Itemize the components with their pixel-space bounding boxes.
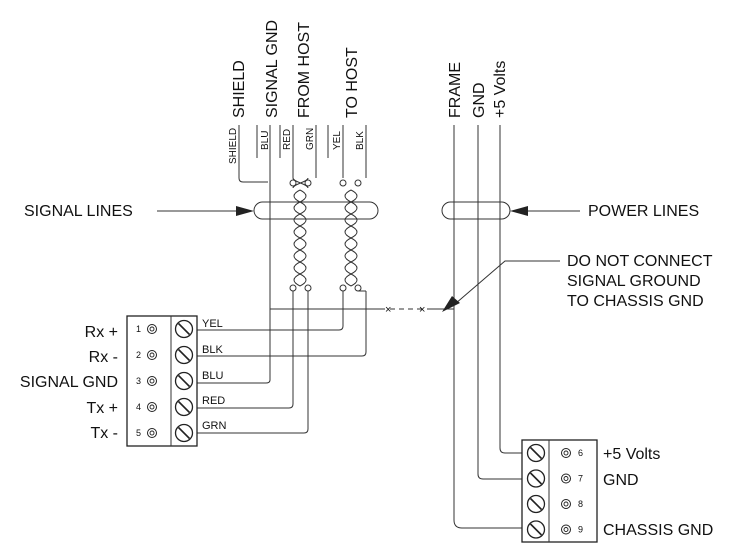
right-pin-label-7: GND [603,472,639,489]
red-wire [197,291,294,409]
warning-arrowhead [442,296,460,312]
right-pin-contact-7 [561,473,571,484]
wire-code-red: RED [282,129,293,150]
right-pin-screw-8-slot [529,497,543,511]
shield-lead [238,125,268,183]
warning-line-2: SIGNAL GROUND [567,273,701,290]
left-pin-screw-5-slot [177,426,191,440]
left-pin-screw-4-slot [177,400,191,414]
signal-lines-bundle [253,201,379,220]
left-pin-wire-3: BLU [202,370,223,382]
cable-label-frame: FRAME [447,62,464,118]
signal-lines-label: SIGNAL LINES [24,203,133,220]
left-pin-screw-2-slot [177,348,191,362]
wire-leads [238,125,367,380]
right-pin-contact-8 [561,499,571,509]
no-connect-x-right: × [419,304,425,316]
power-lines-arrowhead [510,206,528,216]
left-pin-number-5: 5 [136,428,141,438]
cable-label-to-host: TO HOST [344,47,361,118]
twisted-pair-from-host [197,177,312,434]
gnd-wire [477,125,522,480]
cable-label-signal-gnd: SIGNAL GND [264,20,281,118]
wire-code-blu: BLU [260,131,271,150]
right-pin-contact-6 [561,448,571,458]
right-pin-label-9: CHASSIS GND [603,522,713,539]
left-pin-screw-1-slot [177,322,191,336]
right-pin-screw-9-slot [529,523,543,536]
wire-code-grn: GRN [305,128,316,150]
blk-wire [197,291,367,357]
right-pin-number-7: 7 [578,474,583,484]
left-pin-label-3: SIGNAL GND [20,374,118,391]
left-pin-label-4: Tx + [86,400,118,417]
left-pin-contact-1 [147,324,157,334]
left-terminal-pins: 1 2 3 4 5 [136,319,194,443]
left-pin-contact-2 [147,350,157,360]
blu-to-pin3 [197,379,271,384]
no-connect-x-left: × [385,304,391,316]
left-pin-contact-5 [147,428,157,438]
right-pin-screw-7-slot [529,472,543,485]
power-lines-label: POWER LINES [588,203,699,220]
wire-code-shield: SHIELD [228,128,239,164]
right-pin-contact-9 [561,524,571,535]
right-pin-screw-6-slot [529,446,543,460]
left-pin-number-4: 4 [136,402,141,412]
left-pin-screw-3-slot [177,374,191,388]
warning-line-1: DO NOT CONNECT [567,253,713,270]
signal-lines-arrowhead [236,206,254,216]
wire-code-yel: YEL [332,131,343,150]
frame-wire [453,125,522,529]
left-pin-label-5: Tx - [90,425,118,442]
right-terminal-pins: 6 7 8 9 [526,443,583,539]
grn-wire [197,291,309,434]
left-pin-wire-4: RED [202,395,225,407]
left-pin-contact-3 [147,376,157,386]
warning-line-3: TO CHASSIS GND [567,293,704,310]
left-pin-contact-4 [147,402,157,412]
left-pin-wire-1: YEL [202,318,223,330]
right-pin-number-8: 8 [578,499,583,509]
warning-leader [454,260,560,305]
twisted-pair-to-host [197,179,367,357]
left-pin-label-1: Rx + [85,324,118,341]
power-lines-bundle [441,201,511,220]
cable-label-plus5: +5 Volts [492,61,509,118]
left-pin-number-3: 3 [136,376,141,386]
cable-label-shield: SHIELD [231,60,248,118]
right-pin-number-9: 9 [578,525,583,535]
left-pin-label-2: Rx - [89,349,118,366]
right-pin-number-6: 6 [578,448,583,458]
left-pin-number-1: 1 [136,324,141,334]
left-pin-wire-5: GRN [202,420,227,432]
left-pin-wire-2: BLK [202,344,223,356]
yel-wire [197,291,344,331]
cable-label-gnd: GND [471,82,488,118]
left-pin-number-2: 2 [136,350,141,360]
wire-code-blk: BLK [355,131,366,150]
cable-label-from-host: FROM HOST [296,22,313,118]
right-pin-label-6: +5 Volts [603,446,660,463]
plus5-wire [499,125,522,454]
